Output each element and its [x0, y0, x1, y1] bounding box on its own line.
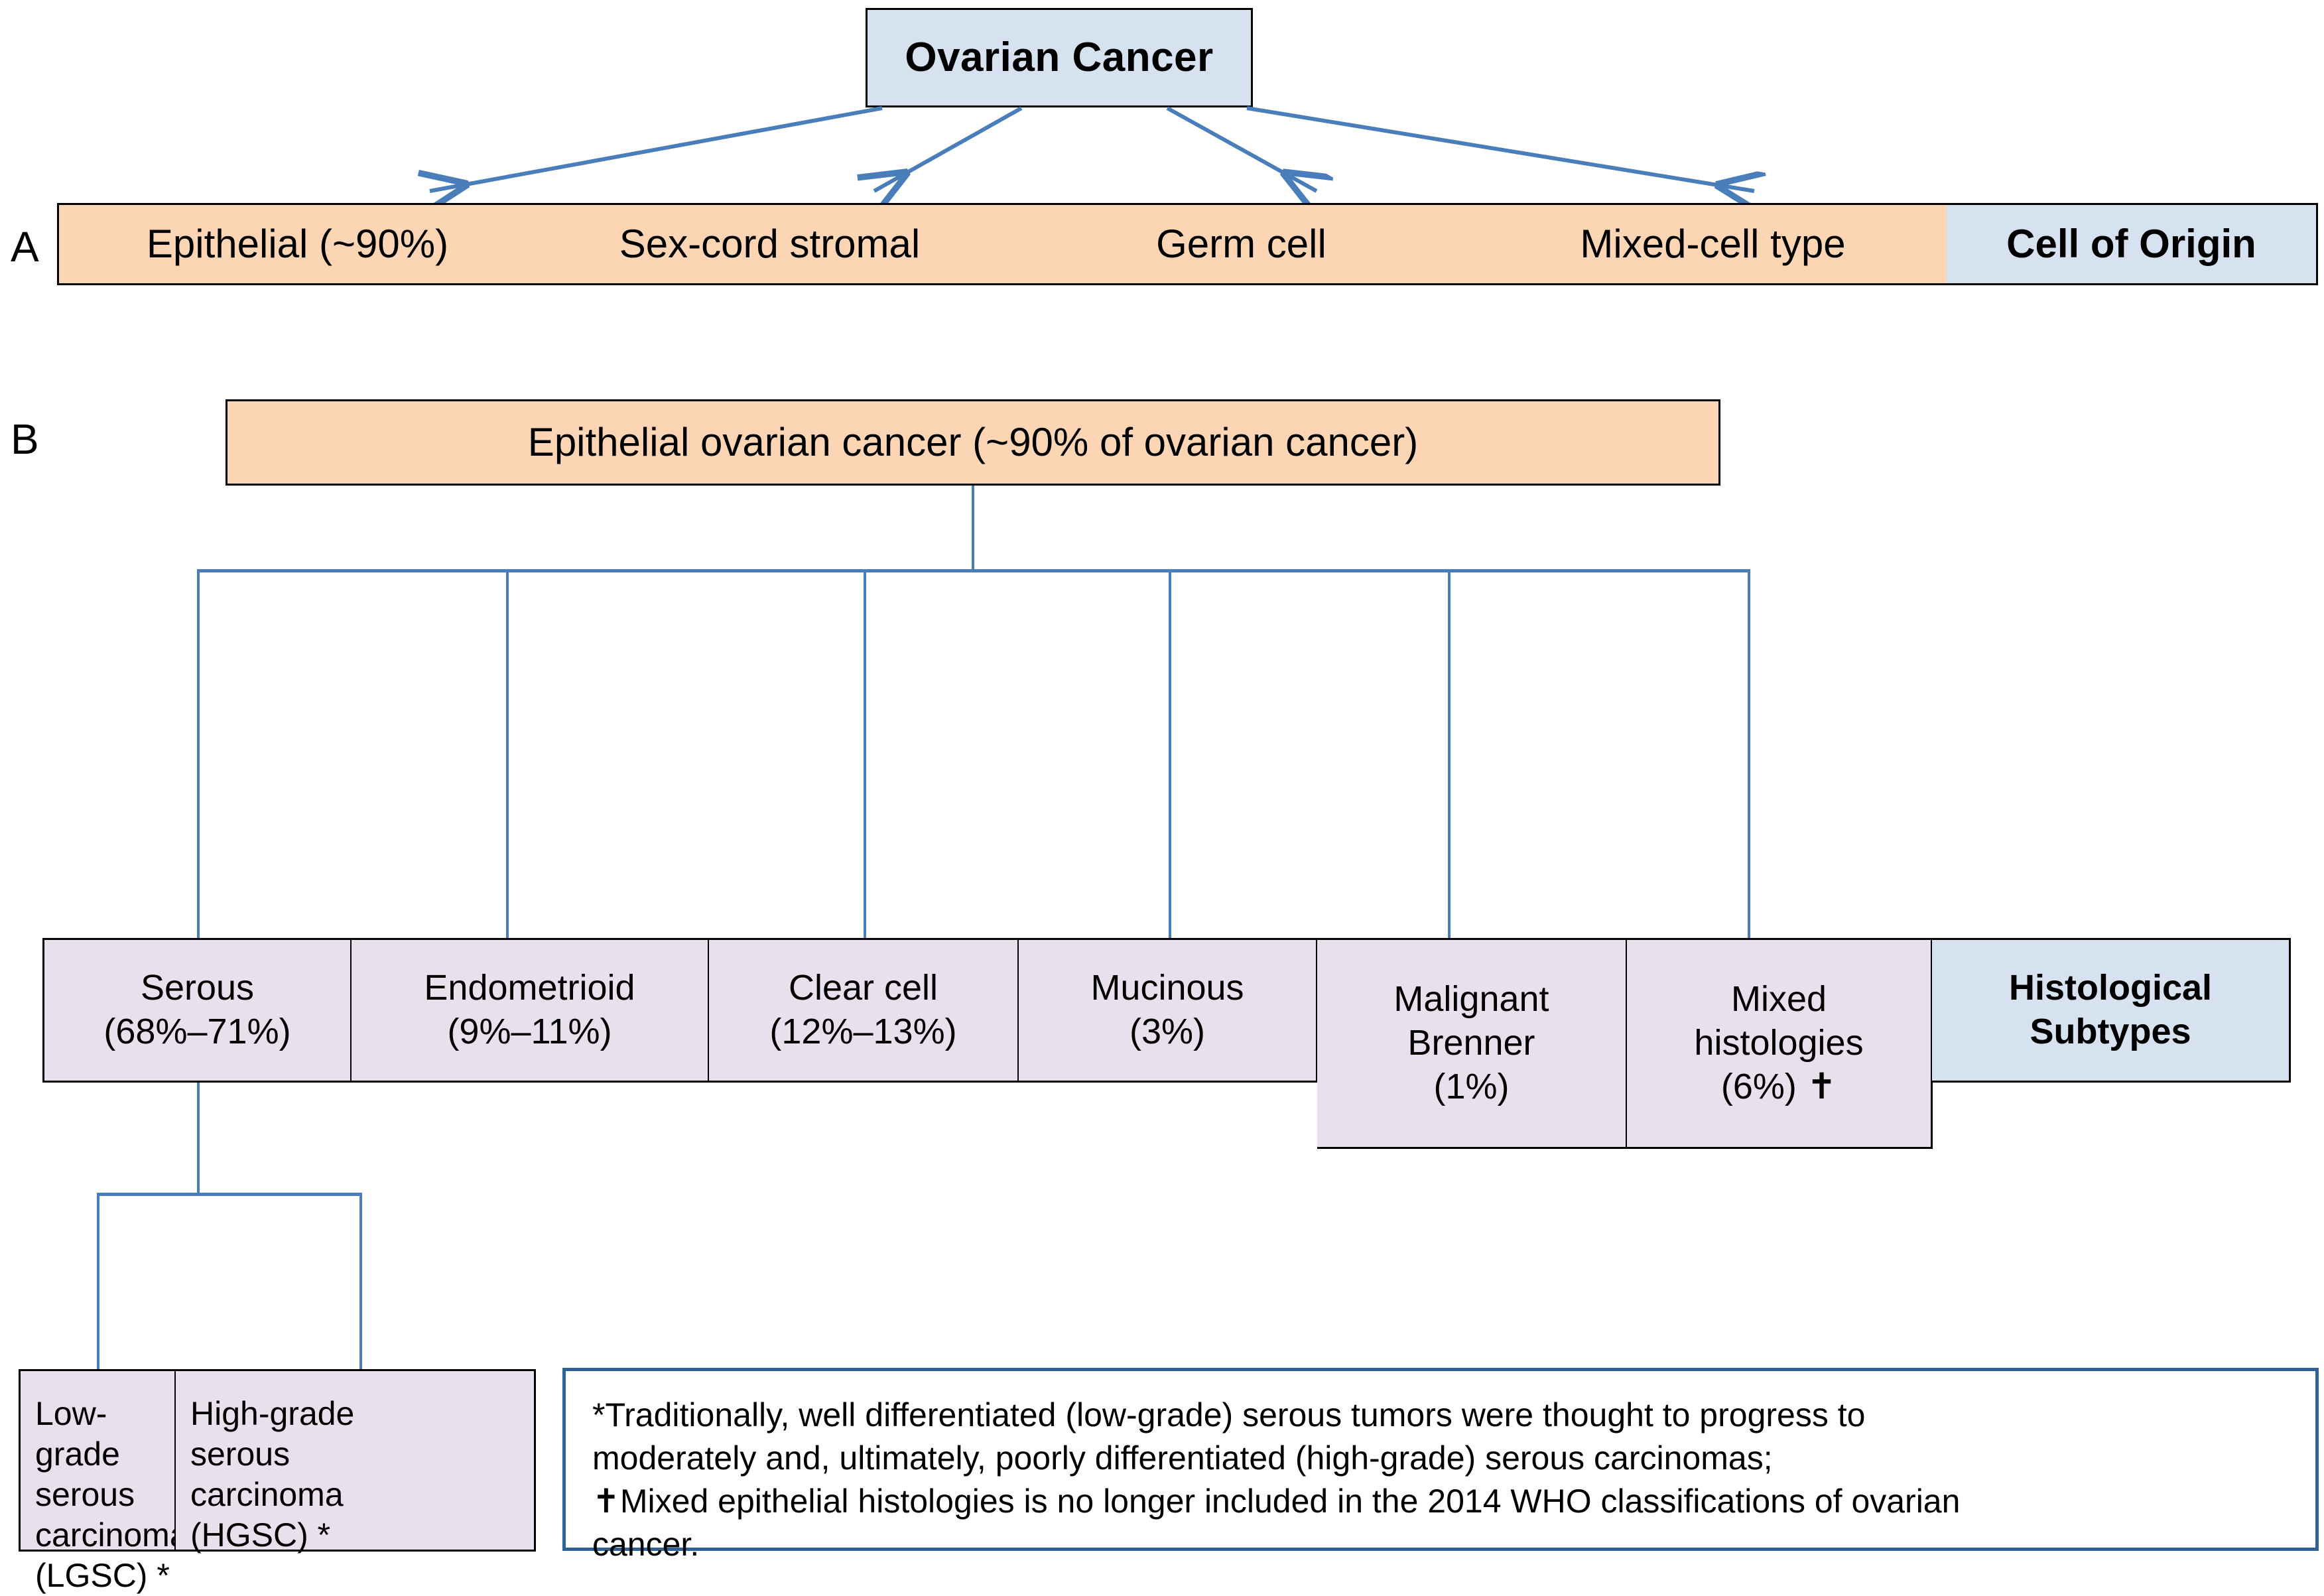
panel-a-letter: A — [11, 223, 39, 271]
subtype-serous: Serous (68%–71%) — [42, 938, 352, 1083]
legend-line-2: Subtypes — [2030, 1012, 2191, 1051]
subtype-malignant-brenner-pct: (1%) — [1433, 1066, 1510, 1106]
cell-of-origin-mixed-cell-type: Mixed-cell type — [1479, 203, 1949, 285]
drop-line-mucinous — [1169, 569, 1171, 941]
footnote-line-3: ✝Mixed epithelial histologies is no long… — [592, 1483, 1961, 1520]
footnote-line-2: moderately and, ultimately, poorly diffe… — [592, 1439, 1773, 1477]
subtype-mucinous-pct: (3%) — [1129, 1012, 1205, 1051]
subtype-lgsc: Low-grade serous carcinoma (LGSC) * — [19, 1369, 188, 1594]
cell-of-origin-epithelial: Epithelial (~90%) — [57, 203, 538, 285]
subtype-malignant-brenner-name2: Brenner — [1407, 1023, 1535, 1063]
cell-of-origin-germ-cell: Germ cell — [1003, 203, 1481, 285]
subtype-mixed-histologies-name2: histologies — [1694, 1023, 1864, 1063]
subtype-endometrioid-name: Endometrioid — [424, 968, 635, 1008]
lgsc-line-4: (LGSC) * — [35, 1557, 170, 1594]
subtype-mixed-histologies-pct: (6%) ✝ — [1720, 1066, 1837, 1106]
subtype-mixed-histologies: Mixed histologies (6%) ✝ — [1627, 938, 1933, 1149]
drop-line-serous — [197, 569, 200, 941]
subtype-clear-cell: Clear cell (12%–13%) — [709, 938, 1019, 1083]
drop-line-clear-cell — [864, 569, 866, 941]
root-node-ovarian-cancer: Ovarian Cancer — [866, 8, 1253, 107]
subtype-malignant-brenner-name1: Malignant — [1393, 979, 1549, 1020]
panel-b-bus-line — [197, 569, 1750, 572]
drop-line-hgsc — [359, 1193, 362, 1372]
drop-line-endometrioid — [506, 569, 509, 941]
panel-b-trunk-line — [972, 486, 974, 572]
figure-canvas: Ovarian Cancer A Epithelial (~90%) Sex-c… — [11, 8, 2319, 1594]
lgsc-line-2: serous — [35, 1476, 135, 1513]
subtype-endometrioid: Endometrioid (9%–11%) — [352, 938, 710, 1083]
panel-a-legend-cell-of-origin: Cell of Origin — [1947, 203, 2318, 285]
subtype-malignant-brenner: Malignant Brenner (1%) — [1317, 938, 1628, 1149]
panel-b-legend-histological-subtypes: Histological Subtypes — [1932, 938, 2291, 1083]
serous-child-bus-line — [97, 1193, 362, 1196]
lgsc-line-3: carcinoma — [35, 1516, 188, 1554]
subtype-mixed-histologies-name1: Mixed — [1730, 979, 1827, 1020]
hgsc-line-2: serous — [190, 1435, 290, 1473]
panel-b-letter: B — [11, 415, 39, 463]
serous-child-trunk-line — [197, 1083, 200, 1194]
subtype-serous-pct: (68%–71%) — [103, 1012, 291, 1051]
subtype-endometrioid-pct: (9%–11%) — [447, 1012, 612, 1051]
hgsc-line-3: carcinoma — [190, 1476, 344, 1513]
subtype-hgsc: High-grade serous carcinoma (HGSC) * — [176, 1369, 536, 1554]
drop-line-lgsc — [97, 1193, 99, 1372]
subtype-clear-cell-pct: (12%–13%) — [769, 1012, 957, 1051]
footnote-box: *Traditionally, well differentiated (low… — [562, 1368, 2319, 1563]
hgsc-line-4: (HGSC) * — [190, 1516, 331, 1554]
legend-line-1: Histological — [2008, 968, 2213, 1008]
subtype-serous-name: Serous — [140, 968, 255, 1008]
footnote-line-4: cancer. — [592, 1526, 700, 1563]
subtype-mucinous: Mucinous (3%) — [1019, 938, 1318, 1083]
arrow-to-germ-cell — [1166, 106, 1317, 191]
drop-line-mixed-histologies — [1748, 569, 1750, 941]
lgsc-line-1: Low-grade — [35, 1395, 120, 1473]
panel-b-root-epithelial-ovarian-cancer: Epithelial ovarian cancer (~90% of ovari… — [226, 399, 1720, 486]
hgsc-line-1: High-grade — [190, 1395, 355, 1432]
drop-line-malignant-brenner — [1448, 569, 1451, 941]
arrow-to-epithelial — [430, 106, 883, 191]
cell-of-origin-sex-cord-stromal: Sex-cord stromal — [536, 203, 1005, 285]
footnote-line-1: *Traditionally, well differentiated (low… — [592, 1396, 1866, 1433]
arrow-to-sex-cord-stromal — [874, 106, 1023, 191]
arrow-to-mixed-cell-type — [1246, 106, 1754, 191]
subtype-mucinous-name: Mucinous — [1090, 968, 1244, 1008]
subtype-clear-cell-name: Clear cell — [788, 968, 938, 1008]
